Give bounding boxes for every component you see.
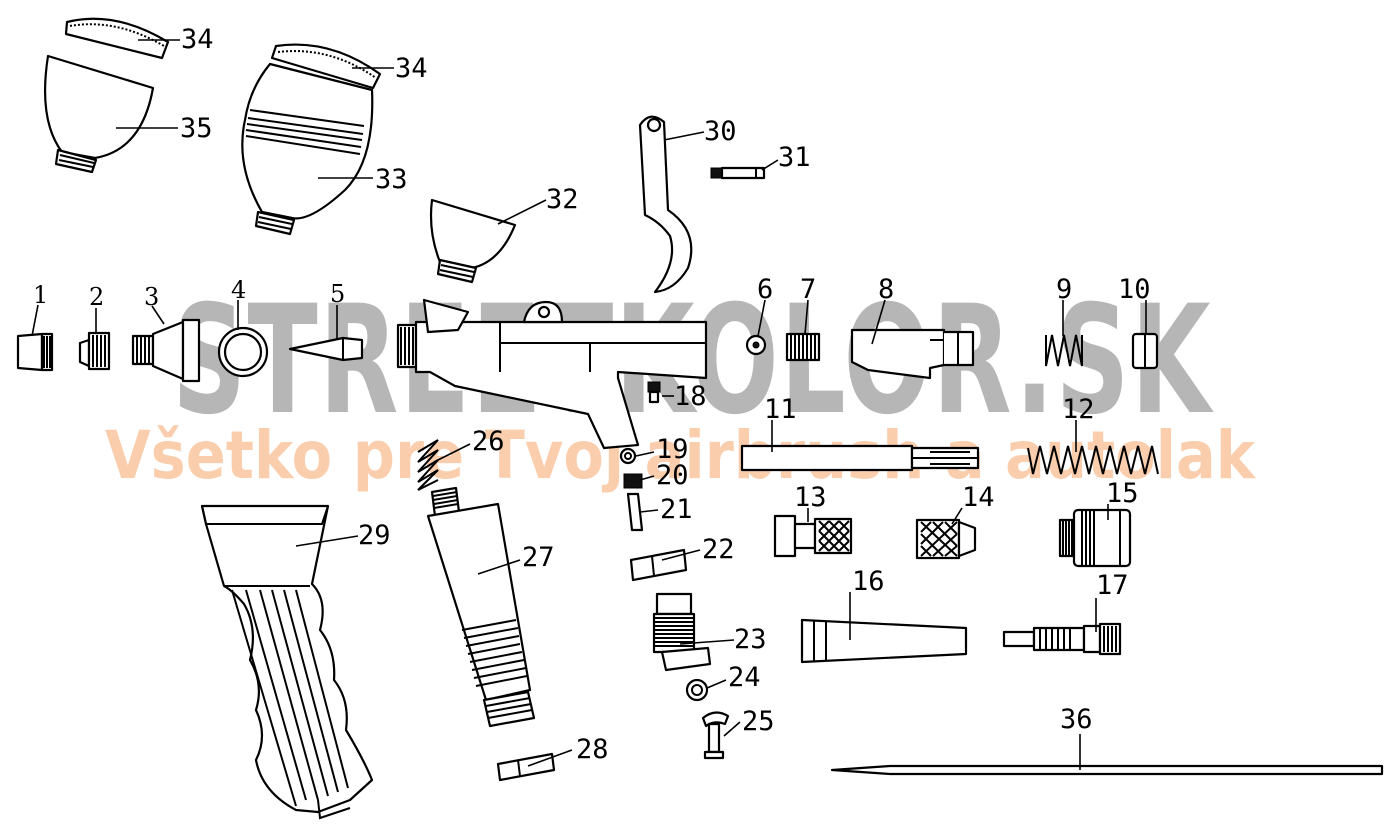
label-9: 9 <box>1056 274 1072 305</box>
part-30-trigger <box>638 115 693 294</box>
part-27-air-valve-body <box>426 486 536 728</box>
label-30: 30 <box>704 116 737 147</box>
part-31-pin <box>710 166 766 180</box>
part-32-side-cup <box>429 198 517 284</box>
part-13-tube-nut <box>773 514 853 558</box>
part-24-washer <box>685 678 709 702</box>
part-20-nut <box>623 473 643 489</box>
part-36-needle <box>830 764 1384 776</box>
leader-lines <box>31 39 1147 770</box>
part-3-head <box>131 318 201 383</box>
label-22: 22 <box>702 534 735 565</box>
label-17: 17 <box>1096 570 1129 601</box>
part-15-adjuster <box>1058 508 1132 568</box>
label-33: 33 <box>375 164 408 195</box>
label-11: 11 <box>764 394 797 425</box>
part-9-spring <box>1045 334 1083 367</box>
part-10-guide-nut <box>1131 332 1159 370</box>
part-34-lid-large <box>270 43 382 90</box>
label-13: 13 <box>794 482 827 513</box>
part-4-ring <box>217 326 269 378</box>
part-16-handle-tail <box>800 618 968 664</box>
part-6-washer <box>745 334 767 356</box>
part-19-o-ring <box>619 447 637 465</box>
label-34-small: 34 <box>181 24 214 55</box>
part-25-valve-stem <box>701 711 730 760</box>
label-10: 10 <box>1118 274 1151 305</box>
part-26-spring <box>417 439 439 491</box>
part-17-preset-screw <box>1002 622 1122 656</box>
part-14-cap-knurled <box>915 518 977 560</box>
part-labels: 34 35 34 33 32 30 31 1 2 3 4 5 6 7 8 9 1… <box>33 24 1151 765</box>
label-23: 23 <box>734 624 767 655</box>
part-7-nut <box>785 332 821 362</box>
part-33-cup-large <box>241 62 374 236</box>
part-22-connector <box>629 548 688 582</box>
label-35: 35 <box>180 113 213 144</box>
label-12: 12 <box>1062 394 1095 425</box>
label-2: 2 <box>89 283 104 311</box>
label-18: 18 <box>674 381 707 412</box>
label-7: 7 <box>800 274 816 305</box>
label-8: 8 <box>878 274 894 305</box>
label-28: 28 <box>576 734 609 765</box>
label-20: 20 <box>656 460 689 491</box>
part-5-needle-cap <box>288 336 364 362</box>
label-24: 24 <box>728 662 761 693</box>
label-31: 31 <box>778 142 811 173</box>
label-1: 1 <box>33 281 48 309</box>
part-34-lid-small <box>64 17 170 60</box>
label-6: 6 <box>757 274 773 305</box>
label-16: 16 <box>852 566 885 597</box>
label-27: 27 <box>522 542 555 573</box>
part-12-spring <box>1027 445 1159 475</box>
label-4: 4 <box>231 276 246 304</box>
part-2-nozzle <box>78 331 111 371</box>
label-21: 21 <box>660 494 693 525</box>
label-26: 26 <box>472 426 505 457</box>
label-5: 5 <box>330 280 345 308</box>
part-28-connector <box>496 752 556 782</box>
label-32: 32 <box>546 184 579 215</box>
label-25: 25 <box>742 706 775 737</box>
part-8-lever-guide <box>850 328 975 380</box>
part-21-pin <box>626 492 644 532</box>
label-34-large: 34 <box>395 53 428 84</box>
part-18-screw <box>647 381 661 404</box>
label-29: 29 <box>358 520 391 551</box>
label-15: 15 <box>1106 478 1139 509</box>
part-body <box>396 298 708 450</box>
label-36: 36 <box>1060 704 1093 735</box>
part-29-grip <box>200 504 374 820</box>
part-35-cup-small <box>43 54 155 174</box>
label-14: 14 <box>962 482 995 513</box>
label-19: 19 <box>656 434 689 465</box>
part-11-needle-chuck <box>740 444 980 472</box>
label-3: 3 <box>144 283 159 311</box>
part-23-valve <box>652 592 712 672</box>
part-1-nozzle-cap <box>16 332 54 372</box>
